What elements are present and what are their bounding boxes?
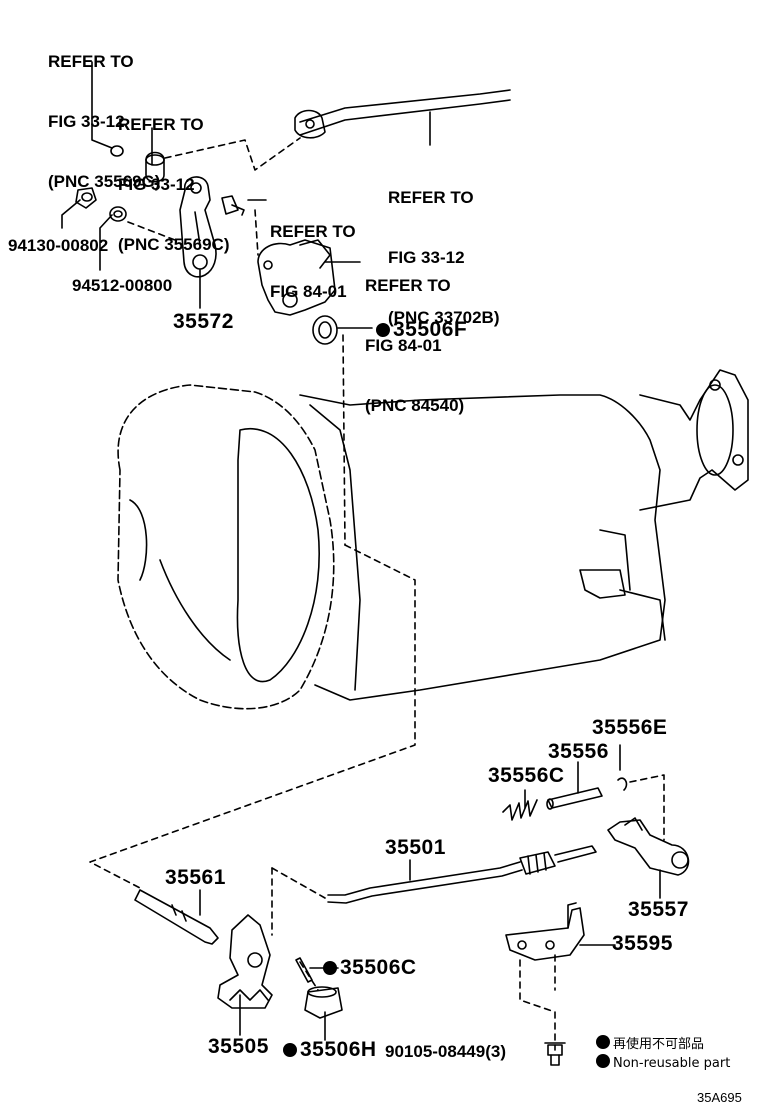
neutral-start-switch bbox=[257, 239, 336, 316]
part-35501[interactable]: 35501 bbox=[385, 836, 446, 859]
non-reusable-marker-icon bbox=[283, 1043, 297, 1057]
part-90105-08449[interactable]: 90105-08449(3) bbox=[385, 1042, 506, 1061]
part-35556[interactable]: 35556 bbox=[548, 740, 609, 763]
part-35595[interactable]: 35595 bbox=[612, 932, 673, 955]
clip-35556E bbox=[617, 777, 628, 791]
pin-35556 bbox=[546, 787, 603, 810]
legend-jp: 再使用不可部品 bbox=[596, 1033, 704, 1052]
lever-35572 bbox=[179, 176, 217, 278]
transmission-case bbox=[117, 369, 749, 710]
reference-35569G: REFER TO FIG 33-12 (PNC 35569G) bbox=[48, 52, 161, 191]
detent-plate-35505 bbox=[217, 914, 273, 1009]
figure-code: 35A695 bbox=[697, 1090, 742, 1105]
spring-35556C bbox=[502, 799, 538, 821]
part-94512-00800[interactable]: 94512-00800 bbox=[72, 276, 173, 295]
non-reusable-marker-icon bbox=[323, 961, 337, 975]
bracket-35595 bbox=[505, 902, 585, 961]
non-reusable-marker-icon bbox=[376, 323, 390, 337]
reference-35569C: REFER TO FIG 33-12 (PNC 35569C) bbox=[118, 115, 230, 254]
non-reusable-marker-icon bbox=[596, 1054, 610, 1068]
part-35557[interactable]: 35557 bbox=[628, 898, 689, 921]
bushing-parts bbox=[75, 145, 165, 222]
part-35506F[interactable]: 35506F bbox=[376, 319, 467, 340]
reference-84540: REFER TO FIG 84-01 (PNC 84540) bbox=[365, 276, 465, 415]
part-35572[interactable]: 35572 bbox=[173, 310, 234, 333]
bolt-part bbox=[221, 195, 245, 216]
non-reusable-marker-icon bbox=[596, 1035, 610, 1049]
part-35556C[interactable]: 35556C bbox=[488, 764, 565, 787]
reference-fig-84-01: REFER TO FIG 84-01 bbox=[270, 222, 356, 301]
part-35556E[interactable]: 35556E bbox=[592, 716, 668, 739]
lever-35557 bbox=[607, 817, 690, 876]
collar-35506H bbox=[304, 986, 343, 1019]
part-35561[interactable]: 35561 bbox=[165, 866, 226, 889]
leader-lines bbox=[61, 61, 661, 1051]
dashed-leaders-top bbox=[89, 137, 665, 1046]
reference-33702B: REFER TO FIG 33-12 (PNC 33702B) bbox=[388, 188, 500, 327]
cable-35501 bbox=[327, 845, 597, 904]
control-cable-top bbox=[294, 89, 511, 139]
oil-seal-35506F bbox=[312, 315, 338, 345]
part-94130-00802[interactable]: 94130-00802 bbox=[8, 236, 109, 255]
part-35506H[interactable]: 35506H bbox=[283, 1039, 377, 1060]
part-35505[interactable]: 35505 bbox=[208, 1035, 269, 1058]
shaft-35561 bbox=[134, 889, 219, 945]
part-35506C[interactable]: 35506C bbox=[323, 957, 417, 978]
bolt-90105 bbox=[544, 1042, 566, 1066]
pin-35506C bbox=[295, 957, 313, 983]
legend-en: Non-reusable part bbox=[596, 1054, 730, 1071]
